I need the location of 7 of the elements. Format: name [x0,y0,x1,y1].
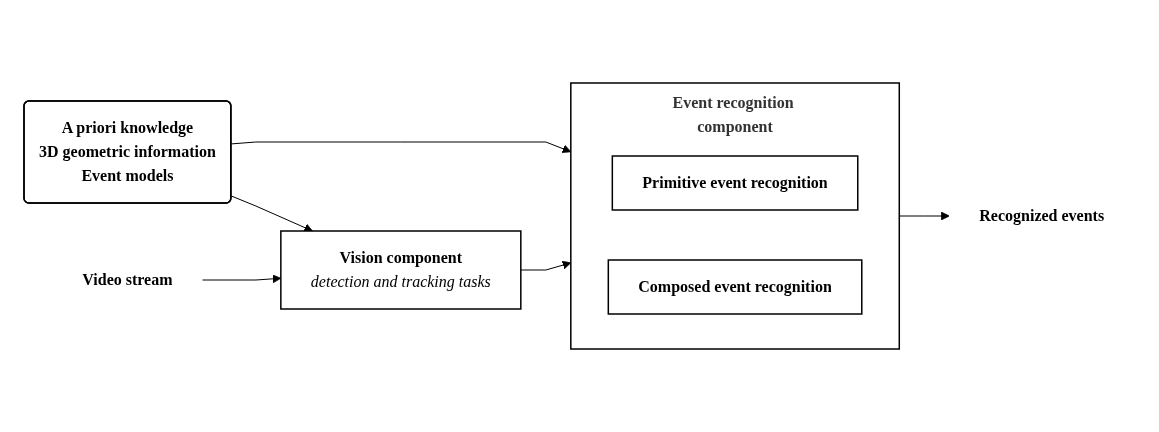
node-text: Recognized events [979,207,1105,224]
arrow [231,195,314,232]
node-text: Video stream [82,271,173,288]
node-box: Vision component detection and tracking tasks [280,230,522,310]
arrow [202,274,282,284]
node-box: Primitive event recognition [612,155,859,211]
node-box: Composed event recognition [608,259,863,315]
